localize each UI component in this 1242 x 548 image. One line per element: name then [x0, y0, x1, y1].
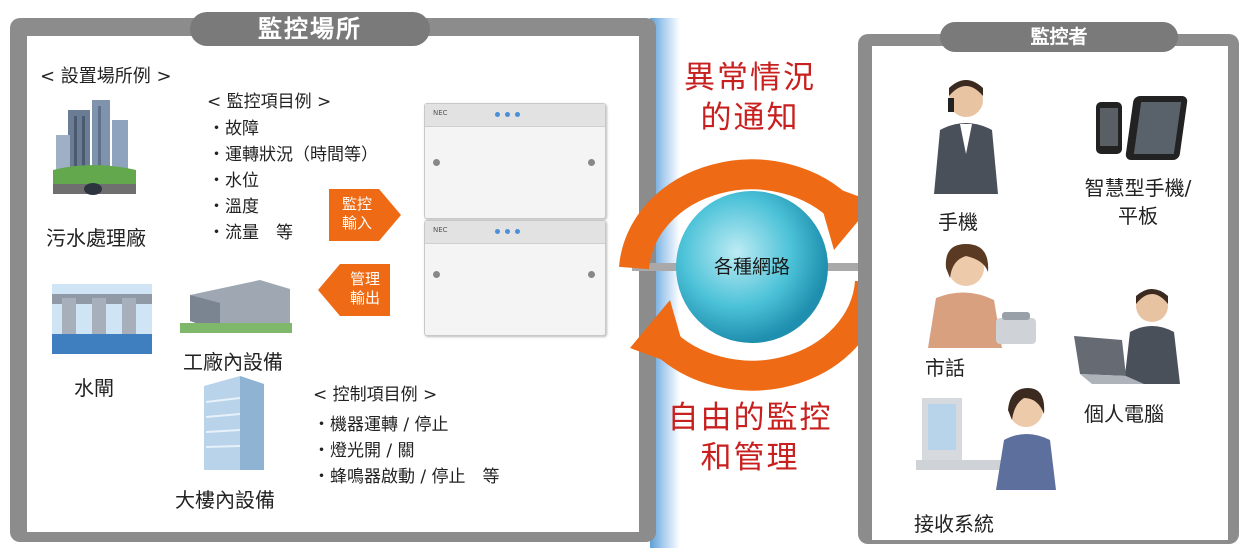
floodgate-icon — [52, 284, 152, 354]
arrow-label-line: 管理 — [349, 270, 380, 288]
list-item: ・水位 — [208, 171, 259, 191]
list-item: ・機器運轉 / 停止 — [313, 415, 449, 435]
list-item: ・蜂鳴器啟動 / 停止 等 — [313, 467, 500, 487]
arrow-label-line: 輸入 — [341, 214, 372, 232]
smart-line: 智慧型手機/ — [1084, 176, 1192, 200]
landline-label: 市話 — [925, 356, 965, 380]
pc-user-icon — [1074, 289, 1180, 384]
list-item: ・流量 等 — [208, 223, 293, 243]
list-item: ・燈光開 / 關 — [313, 441, 415, 461]
building-icon — [204, 376, 264, 470]
output-arrow-icon — [318, 264, 390, 316]
smart-line: 平板 — [1118, 204, 1158, 228]
monitor-person-title: 監控者 — [940, 22, 1178, 52]
monitoring-site-title: 監控場所 — [190, 12, 430, 46]
site-sewage-label: 污水處理廠 — [46, 226, 146, 250]
factory-icon — [180, 280, 292, 333]
list-item: ・運轉狀況（時間等） — [208, 145, 378, 165]
free-control-line: 自由的監控 — [667, 400, 833, 436]
list-item: ・故障 — [208, 119, 259, 139]
device-logo: NEC — [433, 226, 448, 234]
device-logo: NEC — [433, 109, 448, 117]
network-label: 各種網路 — [713, 256, 790, 278]
smartphone-tablet-icon — [1096, 96, 1188, 160]
pc-label: 個人電腦 — [1084, 402, 1164, 426]
setting-examples-heading: < 設置場所例 > — [40, 66, 172, 87]
site-building-label: 大樓內設備 — [175, 488, 275, 512]
cycle-arrows-icon — [619, 159, 885, 391]
list-item: ・溫度 — [208, 197, 259, 217]
free-control-line: 和管理 — [700, 440, 800, 476]
mobile-phone-user-icon — [934, 80, 998, 194]
site-factory-label: 工廠內設備 — [183, 350, 283, 374]
receiver-operator-icon — [916, 388, 1056, 490]
landline-user-icon — [928, 244, 1036, 348]
input-arrow-label: 監控 輸入 — [335, 195, 379, 233]
control-items-list: ・機器運轉 / 停止 ・燈光開 / 關 ・蜂鳴器啟動 / 停止 等 — [313, 412, 500, 490]
free-control-label: 自由的監控 和管理 — [660, 398, 840, 478]
receiver-label: 接收系統 — [914, 512, 994, 536]
controller-unit-bottom: NEC — [424, 220, 606, 336]
monitor-items-heading: < 監控項目例 > — [207, 92, 332, 112]
arrow-label-line: 輸出 — [349, 289, 380, 307]
monitor-items-list: ・故障 ・運轉狀況（時間等） ・水位 ・溫度 ・流量 等 — [208, 116, 378, 246]
notice-line: 異常情況 — [684, 60, 816, 96]
arrow-label-line: 監控 — [341, 195, 372, 213]
site-floodgate-label: 水閘 — [74, 376, 114, 400]
output-arrow-label: 管理 輸出 — [343, 270, 387, 308]
mobile-label: 手機 — [938, 210, 978, 234]
abnormal-notice-label: 異常情況 的通知 — [670, 58, 830, 138]
input-arrow-icon — [329, 189, 401, 241]
control-items-heading: < 控制項目例 > — [313, 385, 438, 405]
smart-device-label: 智慧型手機/ 平板 — [1068, 174, 1208, 230]
controller-unit-top: NEC — [424, 103, 606, 219]
notice-line: 的通知 — [700, 100, 800, 136]
sewage-plant-icon — [53, 100, 136, 195]
